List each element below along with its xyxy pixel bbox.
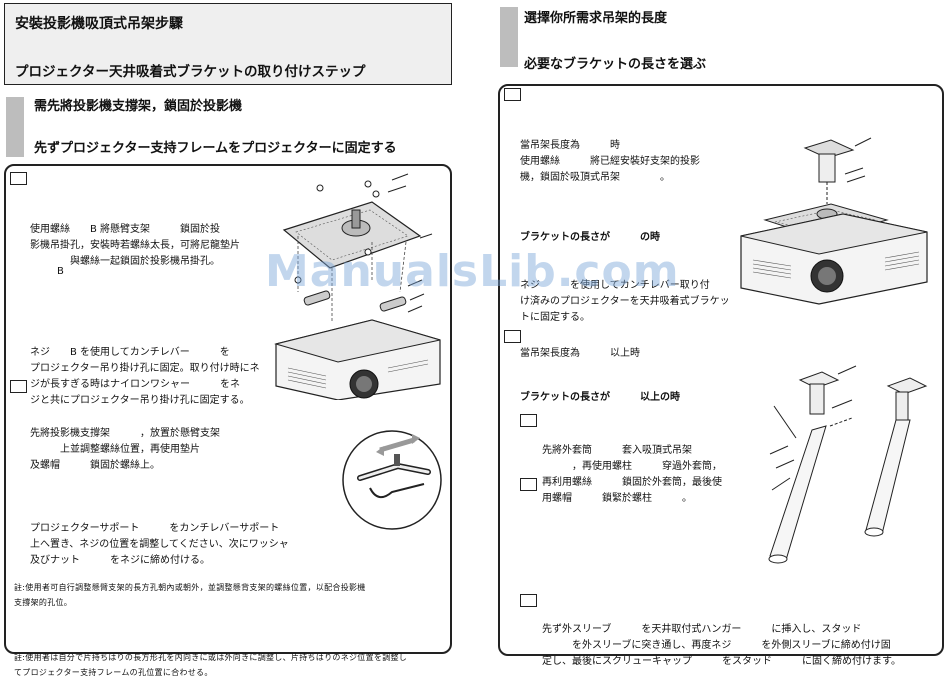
left-steps-panel bbox=[4, 164, 452, 654]
step2-ja-text: プロジェクターサポート をカンチレバーサポート上へ置き、ネジの位置を調整してくだ… bbox=[30, 523, 289, 566]
left-section-bar bbox=[6, 97, 24, 157]
extension-tube-illustration bbox=[768, 365, 928, 564]
substep-2-marker bbox=[520, 478, 537, 491]
step-1-marker bbox=[10, 172, 27, 185]
stepA-ja-text: ネジ を使用してカンチレバー取り付け済みのプロジェクターを天井吸着式ブラケットに… bbox=[520, 280, 730, 323]
step1-b-label: B bbox=[57, 266, 64, 277]
projector-mount-illustration bbox=[274, 173, 441, 400]
substep-3-marker bbox=[520, 594, 537, 607]
step-b-marker bbox=[504, 330, 521, 343]
step1-ja-text: ネジ B を使用してカンチレバー をプロジェクター吊り掛け孔に固定。取り付け時に… bbox=[30, 347, 260, 406]
detail-zoom-illustration bbox=[342, 430, 442, 530]
right-steps-panel bbox=[498, 84, 944, 656]
right-section-ja: 必要なブラケットの長さを選ぶ bbox=[524, 57, 707, 72]
right-section-zh: 選擇你所需求吊架的長度 bbox=[524, 11, 668, 26]
stepB-ja-text: 先ず外スリーブ を天井取付式ハンガー に挿入し、スタッド を外スリーブに突き通し… bbox=[542, 624, 901, 667]
step-2-marker bbox=[10, 380, 27, 393]
right-section-bar bbox=[500, 7, 518, 67]
stepA-ja-head: ブラケットの長さが の時 bbox=[520, 232, 660, 243]
left-section-ja: 先ずプロジェクター支持フレームをプロジェクターに固定する bbox=[34, 141, 397, 156]
stepB-zh-head: 當吊架長度為 以上時 bbox=[520, 348, 640, 359]
step-a-marker bbox=[504, 88, 521, 101]
watermark: ManualsLib.com bbox=[265, 246, 680, 297]
left-title-box: 安裝投影機吸頂式吊架步驟 プロジェクター天井吸着式ブラケットの取り付けステップ bbox=[4, 3, 452, 85]
step2-zh-text: 先將投影機支撐架 ，放置於懸臂支架 上並調整螺絲位置，再使用墊片及螺帽 鎖固於螺… bbox=[30, 428, 220, 471]
substep-1-marker bbox=[520, 414, 537, 427]
note-ja: 註:使用者は自分で片持ちはりの長方形孔を内向きに或は外向きに調整し、片持ちはりの… bbox=[14, 653, 408, 677]
left-section-zh: 需先將投影機支撐架，鎖固於投影機 bbox=[34, 99, 243, 114]
stepB-ja-head: ブラケットの長さが 以上の時 bbox=[520, 392, 680, 403]
left-title-zh: 安裝投影機吸頂式吊架步驟 bbox=[15, 16, 183, 32]
note-zh: 註:使用者可自行調整懸臂支架的長方孔朝內或朝外，並調整懸背支架的螺絲位置，以配合… bbox=[14, 583, 366, 607]
stepB-zh-text: 先將外套筒 套入吸頂式吊架 ，再使用螺柱 穿過外套筒，再利用螺絲 鎖固於外套筒，… bbox=[542, 445, 722, 504]
left-title-ja: プロジェクター天井吸着式ブラケットの取り付けステップ bbox=[15, 64, 366, 80]
stepA-zh-text: 當吊架長度為 時使用螺絲 將已經安裝好支架的投影機，鎖固於吸頂式吊架 。 bbox=[520, 140, 700, 183]
ceiling-projector-illustration bbox=[740, 137, 928, 305]
step1-zh-text: 使用螺絲 B 將懸臂支架 鎖固於投影機吊掛孔，安裝時若螺絲太長，可將尼龍墊片 與… bbox=[30, 224, 240, 267]
